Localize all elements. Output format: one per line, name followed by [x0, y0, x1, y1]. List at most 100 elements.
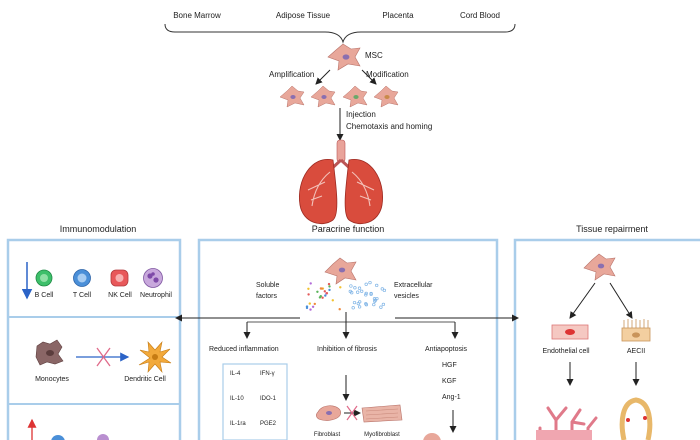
soluble-factor-dot — [308, 302, 311, 305]
source-adipose-tissue: Adipose Tissue — [275, 11, 331, 20]
antiapoptosis-label: Antiapoptosis — [425, 346, 468, 353]
source-cord-blood: Cord Blood — [459, 11, 501, 20]
soluble-factor-dot — [324, 294, 327, 297]
soluble-factor-dot — [320, 287, 324, 290]
soluble-factor-dot — [321, 296, 324, 299]
soluble-factor-dot — [339, 286, 342, 289]
cytokine-box — [222, 363, 288, 440]
source-brace — [164, 23, 516, 44]
vesicle-dot — [352, 300, 357, 305]
vesicle-dot — [360, 289, 364, 293]
nk-cell-icon — [110, 269, 129, 287]
block-cross-1 — [96, 347, 111, 367]
vesicle-dot — [368, 280, 372, 285]
vesicle-dot — [356, 290, 360, 294]
soluble-factor-dots — [305, 282, 342, 311]
soluble-factor-dot — [307, 293, 310, 296]
t-cell-label: T Cell — [72, 292, 92, 299]
injection-label: Injection — [346, 110, 376, 119]
myofibroblast-label: Myofibroblast — [364, 432, 400, 438]
vesicle-dot — [364, 282, 368, 286]
block-cross-2 — [346, 405, 358, 421]
blood-vessel-icon — [536, 406, 598, 440]
vesicle-dot — [379, 305, 383, 309]
amplification-arrow — [315, 69, 331, 85]
aecii-label: AECII — [626, 348, 646, 355]
soluble-factor-dot — [331, 299, 334, 302]
msc-label: MSC — [365, 51, 383, 60]
cytokine-il4: IL-4 — [230, 371, 241, 377]
vesicle-dot — [364, 293, 368, 297]
fibrosis-label: Inhibition of fibrosis — [317, 346, 377, 353]
soluble-factor-dot — [318, 296, 322, 299]
tissue-repair-panel — [513, 238, 700, 440]
vesicle-dot — [372, 302, 376, 307]
vesicle-dot — [380, 287, 384, 291]
modification-arrow — [361, 69, 377, 85]
vesicle-dot — [357, 286, 362, 290]
dendritic-cell-icon — [138, 340, 172, 374]
endothelial-cell-label: Endothelial cell — [542, 348, 590, 355]
soluble-factor-dot — [313, 302, 316, 306]
factor-kgf: KGF — [442, 378, 457, 385]
soluble-factor-dot — [307, 287, 310, 290]
extracellular-vesicles-label: Extracellular vesicles — [394, 282, 433, 300]
vesicle-dot — [373, 298, 378, 302]
paracrine-panel — [197, 238, 499, 440]
vesicle-dot — [348, 289, 352, 294]
b-cell-icon — [35, 269, 53, 287]
fibroblast-icon — [316, 405, 341, 421]
source-bone-marrow: Bone Marrow — [173, 11, 221, 20]
source-placenta: Placenta — [382, 11, 414, 20]
vesicle-dot — [382, 288, 387, 293]
vesicle-dot — [356, 301, 360, 306]
vesicle-dot — [375, 283, 379, 288]
reduced-inflammation-label: Reduced inflammation — [209, 346, 279, 353]
b-cell-label: B Cell — [34, 292, 54, 299]
factor-hgf: HGF — [442, 362, 457, 369]
vesicle-dot — [364, 291, 368, 296]
cytokine-pge2: PGE2 — [260, 421, 277, 427]
monocytes-label: Monocytes — [35, 376, 69, 383]
aecii-icon — [621, 319, 651, 342]
apoptotic-cell-icon — [423, 433, 441, 440]
homing-label: Chemotaxis and homing — [346, 122, 433, 131]
arrow-to-endothelial — [569, 282, 596, 319]
amplification-label: Amplification — [269, 70, 315, 79]
paracrine-title: Paracrine function — [311, 224, 385, 234]
vesicle-dot — [357, 305, 362, 309]
vesicle-dot — [351, 306, 355, 310]
fibroblast-label: Fibroblast — [313, 432, 341, 438]
vesicle-dots — [348, 280, 387, 310]
monocyte-icon — [35, 339, 64, 366]
myofibroblast-icon — [361, 404, 403, 423]
neutrophil-label: Neutrophil — [140, 292, 172, 299]
lungs-icon — [298, 139, 384, 224]
cytokine-ido1: IDO-1 — [260, 396, 277, 402]
endothelial-cell-icon — [551, 324, 589, 340]
soluble-factor-dot — [311, 305, 315, 308]
immunomodulation-title: Immunomodulation — [59, 224, 137, 234]
soluble-factor-dot — [323, 290, 326, 293]
neutrophil-icon — [143, 268, 163, 288]
soluble-factor-dot — [328, 285, 331, 288]
cytokine-il1ra: IL-1ra — [230, 421, 246, 427]
vesicle-dot — [369, 292, 373, 296]
soluble-factor-dot — [325, 292, 329, 295]
immunomodulation-panel — [6, 238, 182, 440]
factor-ang1: Ang-1 — [442, 394, 461, 401]
soluble-factor-dot — [327, 282, 331, 286]
cytokine-ifng: IFN-γ — [260, 371, 275, 377]
treg-cell-icon — [51, 435, 65, 440]
dendritic-cell-label: Dendritic Cell — [124, 376, 166, 383]
expanded-msc-icons — [279, 85, 399, 108]
modification-label: Modification — [366, 70, 409, 79]
vesicle-dot — [349, 284, 353, 288]
alveolus-icon — [619, 397, 653, 440]
vesicle-dot — [381, 302, 386, 307]
soluble-factor-dot — [316, 290, 319, 293]
secreting-msc-icon — [324, 257, 357, 285]
soluble-factor-dot — [309, 308, 312, 311]
